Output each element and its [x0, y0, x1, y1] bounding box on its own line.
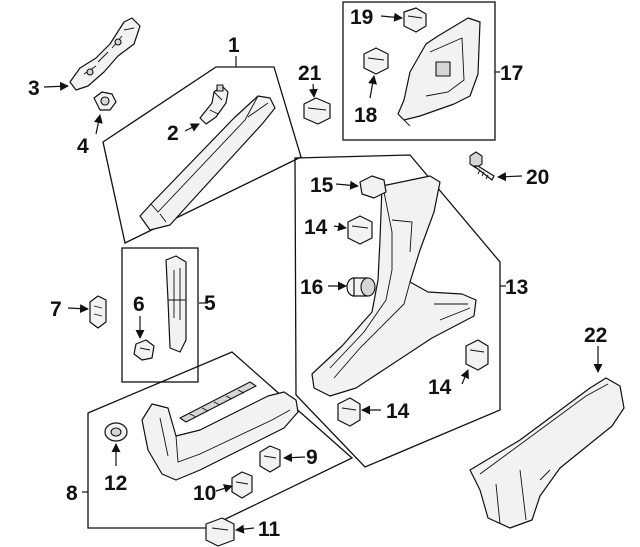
- callout-1: 1: [228, 34, 240, 57]
- screw-20: [469, 151, 495, 181]
- group-frame-13: [294, 154, 501, 468]
- b-pillar-trim: [311, 175, 477, 397]
- clip-21: [303, 97, 331, 125]
- clip-18: [363, 47, 389, 75]
- callout-14b: 14: [386, 400, 410, 423]
- retainer-12: [104, 422, 128, 442]
- callout-14a: 14: [304, 216, 328, 239]
- callout-7: 7: [50, 298, 62, 321]
- callout-18: 18: [354, 104, 378, 127]
- a-pillar-trim: [139, 95, 276, 231]
- callout-2: 2: [167, 122, 179, 145]
- clip-14a: [347, 215, 373, 245]
- group-frame-8: [87, 351, 354, 529]
- callout-15: 15: [310, 174, 334, 197]
- clip-14c: [465, 339, 489, 371]
- callout-9: 9: [306, 446, 318, 469]
- callout-4: 4: [77, 135, 89, 158]
- callout-14c: 14: [428, 376, 452, 399]
- b-pillar-upper-trim: [397, 17, 481, 127]
- group-frame-17: [342, 1, 496, 141]
- callout-20: 20: [526, 166, 549, 189]
- callout-21: 21: [298, 62, 322, 85]
- sill-strip: [179, 381, 257, 423]
- callout-13: 13: [505, 276, 528, 299]
- clip-7: [89, 295, 107, 329]
- plug-16: [346, 277, 376, 297]
- b-pillar-lower-trim: [165, 255, 187, 353]
- clip-6: [133, 339, 155, 361]
- callout-5: 5: [204, 292, 216, 315]
- callout-22: 22: [584, 324, 607, 347]
- callout-11: 11: [258, 518, 281, 541]
- clip-9: [259, 445, 281, 473]
- callout-19: 19: [350, 6, 373, 29]
- clip-15: [359, 175, 387, 199]
- reinforcement-bracket: [69, 17, 141, 91]
- callout-8: 8: [66, 482, 78, 505]
- callout-10: 10: [193, 482, 216, 505]
- clip-10: [231, 471, 253, 499]
- callout-16: 16: [300, 276, 323, 299]
- group-frame-1: [102, 66, 302, 244]
- rear-scuff-plate: [469, 377, 625, 529]
- callout-6: 6: [133, 293, 145, 316]
- clip-14b: [337, 397, 361, 427]
- pillar-bracket: [199, 84, 229, 125]
- callout-17: 17: [500, 62, 523, 85]
- nut: [93, 91, 117, 111]
- callout-12: 12: [104, 472, 127, 495]
- clip-11: [205, 517, 235, 547]
- scuff-plate: [141, 391, 299, 481]
- callout-3: 3: [28, 77, 40, 100]
- clip-19: [403, 7, 427, 33]
